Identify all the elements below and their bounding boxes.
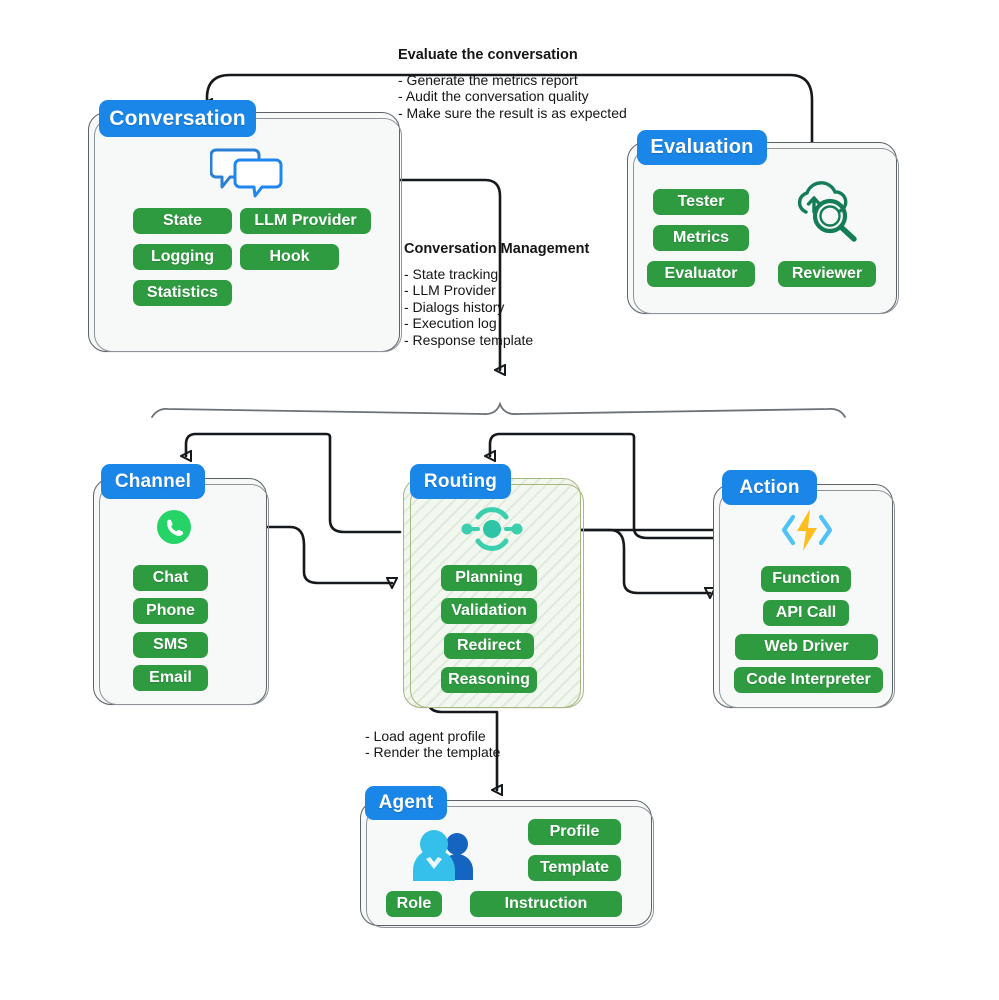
routing-header[interactable]: Routing bbox=[410, 464, 511, 499]
annotation-agent-notes: - Load agent profile - Render the templa… bbox=[365, 728, 500, 761]
annotation-cm-line: - State tracking bbox=[404, 266, 499, 282]
annotation-agent-line: - Render the template bbox=[365, 744, 501, 761]
wire-brace-to-routing bbox=[490, 432, 636, 456]
pill-validation[interactable]: Validation bbox=[441, 598, 537, 624]
speech-bubbles-icon bbox=[209, 146, 284, 198]
evaluation-header[interactable]: Evaluation bbox=[637, 130, 767, 165]
pill-sms[interactable]: SMS bbox=[133, 632, 208, 658]
pill-tester[interactable]: Tester bbox=[653, 189, 749, 215]
pill-metrics[interactable]: Metrics bbox=[653, 225, 749, 251]
annotation-evaluate-title: Evaluate the conversation bbox=[398, 47, 578, 63]
pill-email[interactable]: Email bbox=[133, 665, 208, 691]
annotation-cm-line: - Execution log bbox=[404, 315, 497, 332]
pill-code-interpreter[interactable]: Code Interpreter bbox=[734, 667, 883, 693]
agent-panel-sketch bbox=[366, 806, 654, 928]
pill-profile[interactable]: Profile bbox=[528, 819, 621, 845]
action-header[interactable]: Action bbox=[722, 470, 817, 505]
agent-header[interactable]: Agent bbox=[365, 786, 447, 820]
pill-web-driver[interactable]: Web Driver bbox=[735, 634, 878, 660]
wire-channel-stub bbox=[328, 435, 402, 534]
pill-chat[interactable]: Chat bbox=[133, 565, 208, 591]
annotation-conversation-management-title: Conversation Management bbox=[404, 241, 590, 257]
pill-phone[interactable]: Phone bbox=[133, 598, 208, 624]
pill-reasoning[interactable]: Reasoning bbox=[441, 667, 537, 693]
annotation-evaluate: Evaluate the conversation - Generate the… bbox=[398, 47, 627, 121]
routing-panel bbox=[403, 478, 581, 708]
annotation-cm-line: - Response template bbox=[404, 331, 534, 348]
channel-header[interactable]: Channel bbox=[101, 464, 205, 499]
pill-state[interactable]: State bbox=[133, 208, 232, 234]
pill-api-call[interactable]: API Call bbox=[763, 600, 849, 626]
wire-brace-to-channel bbox=[186, 432, 332, 456]
pill-llm-provider[interactable]: LLM Provider bbox=[240, 208, 371, 234]
annotation-evaluate-line: - Make sure the result is as expected bbox=[398, 104, 627, 121]
annotation-evaluate-line: - Generate the metrics report bbox=[398, 72, 578, 88]
pill-planning[interactable]: Planning bbox=[441, 565, 537, 591]
pill-evaluator[interactable]: Evaluator bbox=[647, 261, 755, 287]
brace-fanout bbox=[151, 401, 846, 418]
conversation-header[interactable]: Conversation bbox=[99, 100, 256, 137]
whatsapp-icon bbox=[156, 509, 192, 545]
pill-function[interactable]: Function bbox=[761, 566, 851, 592]
annotation-agent-line: - Load agent profile bbox=[365, 728, 486, 744]
pill-reviewer[interactable]: Reviewer bbox=[778, 261, 876, 287]
pill-hook[interactable]: Hook bbox=[240, 244, 339, 270]
pill-role[interactable]: Role bbox=[386, 891, 442, 917]
routing-hub-icon bbox=[455, 500, 529, 558]
lightning-code-icon bbox=[780, 506, 834, 554]
cloud-search-icon bbox=[790, 178, 862, 244]
annotation-cm-line: - Dialogs history bbox=[404, 298, 505, 315]
pill-statistics[interactable]: Statistics bbox=[133, 280, 232, 306]
pill-template[interactable]: Template bbox=[528, 855, 621, 881]
people-icon bbox=[410, 828, 478, 882]
annotation-cm-line: - LLM Provider bbox=[404, 282, 496, 299]
pill-redirect[interactable]: Redirect bbox=[444, 633, 534, 659]
pill-instruction[interactable]: Instruction bbox=[470, 891, 622, 917]
annotation-evaluate-line: - Audit the conversation quality bbox=[398, 88, 589, 105]
annotation-conversation-management: Conversation Management - State tracking… bbox=[404, 241, 589, 348]
wire-routing-stub bbox=[632, 435, 718, 540]
pill-logging[interactable]: Logging bbox=[133, 244, 232, 270]
